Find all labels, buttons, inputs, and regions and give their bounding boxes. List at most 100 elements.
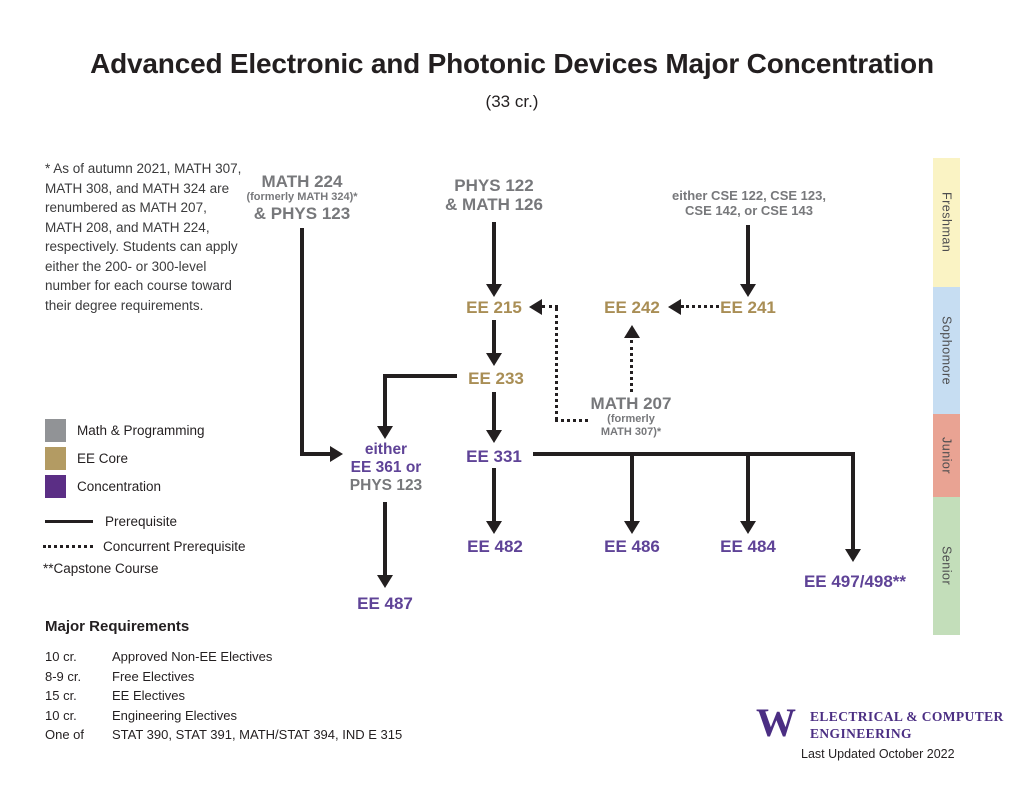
course-label: EE 482 [467, 537, 523, 556]
node-either-ee361-phys123: either EE 361 or PHYS 123 [350, 441, 422, 495]
node-ee241: EE 241 [720, 298, 776, 317]
arrowhead-down-icon [740, 521, 756, 534]
year-label: Freshman [939, 192, 954, 253]
sophomore-band: Sophomore [933, 287, 960, 414]
legend-concurrent-prerequisite: Concurrent Prerequisite [43, 537, 246, 556]
course-label: either CSE 122, CSE 123, [672, 188, 826, 203]
dotted-math207-to-ee215-vertical [555, 308, 558, 420]
arrow-math224-to-either-horizontal [300, 452, 330, 456]
arrowhead-down-icon [486, 430, 502, 443]
course-label: EE 497/498** [803, 572, 907, 591]
dotted-math207-to-ee215-top [542, 305, 558, 308]
course-label: & MATH 126 [445, 195, 543, 214]
legend-ee-core: EE Core [45, 447, 128, 470]
node-math224: MATH 224 (formerly MATH 324)* & PHYS 123 [246, 172, 357, 223]
legend-label: EE Core [77, 451, 129, 466]
course-label: EE 486 [604, 537, 660, 556]
arrowhead-right-icon [330, 446, 343, 462]
course-label: MATH 207 [590, 394, 672, 413]
courses-cell: Engineering Electives [112, 707, 238, 723]
junior-band: Junior [933, 414, 960, 497]
node-ee487: EE 487 [357, 594, 413, 613]
ee-core-swatch-icon [45, 447, 66, 470]
node-ee486: EE 486 [604, 537, 660, 556]
arrow-math224-vertical [300, 228, 304, 456]
credits-cell: One of [45, 727, 85, 743]
course-label: EE 242 [604, 298, 660, 317]
department-name: ELECTRICAL & COMPUTER ENGINEERING [810, 708, 1004, 742]
major-requirements-table: 10 cr. Approved Non-EE Electives 8-9 cr.… [45, 647, 402, 745]
arrow-phys122-to-ee215 [492, 222, 496, 284]
course-label: EE 487 [357, 594, 413, 613]
node-ee331: EE 331 [466, 447, 522, 466]
node-ee497-498: EE 497/498** [804, 572, 906, 591]
credit-subtitle: (33 cr.) [485, 92, 539, 111]
arrow-ee233-to-either-horizontal [385, 374, 457, 378]
arrow-either-to-ee487 [383, 502, 387, 575]
arrow-ee215-to-ee233 [492, 320, 496, 353]
legend-label: Prerequisite [105, 514, 178, 529]
courses-cell: STAT 390, STAT 391, MATH/STAT 394, IND E… [112, 727, 403, 743]
credits-cell: 10 cr. [45, 707, 77, 723]
table-row: 8-9 cr. Free Electives [45, 667, 402, 687]
year-label: Senior [939, 546, 954, 586]
course-label: either [364, 441, 408, 458]
page-title: Advanced Electronic and Photonic Devices… [90, 48, 934, 79]
course-label: EE 361 or [350, 459, 422, 476]
credits-cell: 10 cr. [45, 649, 77, 665]
dotted-ee241-to-ee242 [681, 305, 719, 308]
department-line: ELECTRICAL & COMPUTER [810, 709, 1004, 724]
freshman-band: Freshman [933, 158, 960, 287]
legend-label: Math & Programming [77, 423, 205, 438]
year-label: Sophomore [939, 315, 954, 386]
node-phys122-math126: PHYS 122 & MATH 126 [445, 176, 543, 214]
arrow-ee331-to-ee497 [851, 452, 855, 549]
course-sublabel: (formerly MATH 324)* [246, 191, 358, 203]
table-row: 10 cr. Approved Non-EE Electives [45, 647, 402, 667]
courses-cell: Approved Non-EE Electives [112, 649, 273, 665]
credits-cell: 8-9 cr. [45, 668, 82, 684]
legend-label: Concurrent Prerequisite [103, 539, 246, 554]
solid-line-icon [45, 520, 93, 523]
uw-logo-icon: W [756, 700, 796, 745]
node-ee233: EE 233 [468, 369, 524, 388]
arrow-ee331-to-ee486 [630, 452, 634, 521]
dotted-line-icon [43, 545, 93, 548]
arrowhead-down-icon [486, 521, 502, 534]
courses-cell: EE Electives [112, 688, 185, 704]
course-label: EE 215 [466, 298, 522, 317]
arrow-ee233-to-ee331 [492, 392, 496, 430]
arrowhead-down-icon [740, 284, 756, 297]
arrowhead-left-icon [529, 299, 542, 315]
table-row: 15 cr. EE Electives [45, 686, 402, 706]
concentration-swatch-icon [45, 475, 66, 498]
table-row: One of STAT 390, STAT 391, MATH/STAT 394… [45, 725, 402, 745]
node-ee215: EE 215 [466, 298, 522, 317]
course-label: EE 484 [720, 537, 776, 556]
course-label: EE 233 [468, 369, 524, 388]
courses-cell: Free Electives [112, 668, 195, 684]
course-sublabel: (formerly [607, 413, 655, 425]
node-ee242: EE 242 [604, 298, 660, 317]
arrowhead-down-icon [845, 549, 861, 562]
dotted-math207-to-ee215-bottom [555, 419, 588, 422]
course-label: & PHYS 123 [253, 204, 351, 223]
course-label: CSE 142, or CSE 143 [685, 203, 813, 218]
table-row: 10 cr. Engineering Electives [45, 706, 402, 726]
course-label: EE 241 [720, 298, 776, 317]
dotted-math207-to-ee242 [630, 340, 633, 392]
arrowhead-down-icon [486, 284, 502, 297]
arrow-cse-to-ee241 [746, 225, 750, 284]
department-line: ENGINEERING [810, 726, 912, 741]
arrowhead-down-icon [486, 353, 502, 366]
node-ee482: EE 482 [467, 537, 523, 556]
course-label: PHYS 122 [454, 176, 534, 195]
arrowhead-down-icon [377, 426, 393, 439]
node-cse-options: either CSE 122, CSE 123, CSE 142, or CSE… [672, 188, 826, 218]
renumbering-footnote: * As of autumn 2021, MATH 307, MATH 308,… [45, 161, 242, 313]
major-requirements-heading: Major Requirements [45, 618, 190, 635]
legend-math-programming: Math & Programming [45, 419, 205, 442]
year-label: Junior [939, 436, 954, 475]
arrowhead-down-icon [377, 575, 393, 588]
